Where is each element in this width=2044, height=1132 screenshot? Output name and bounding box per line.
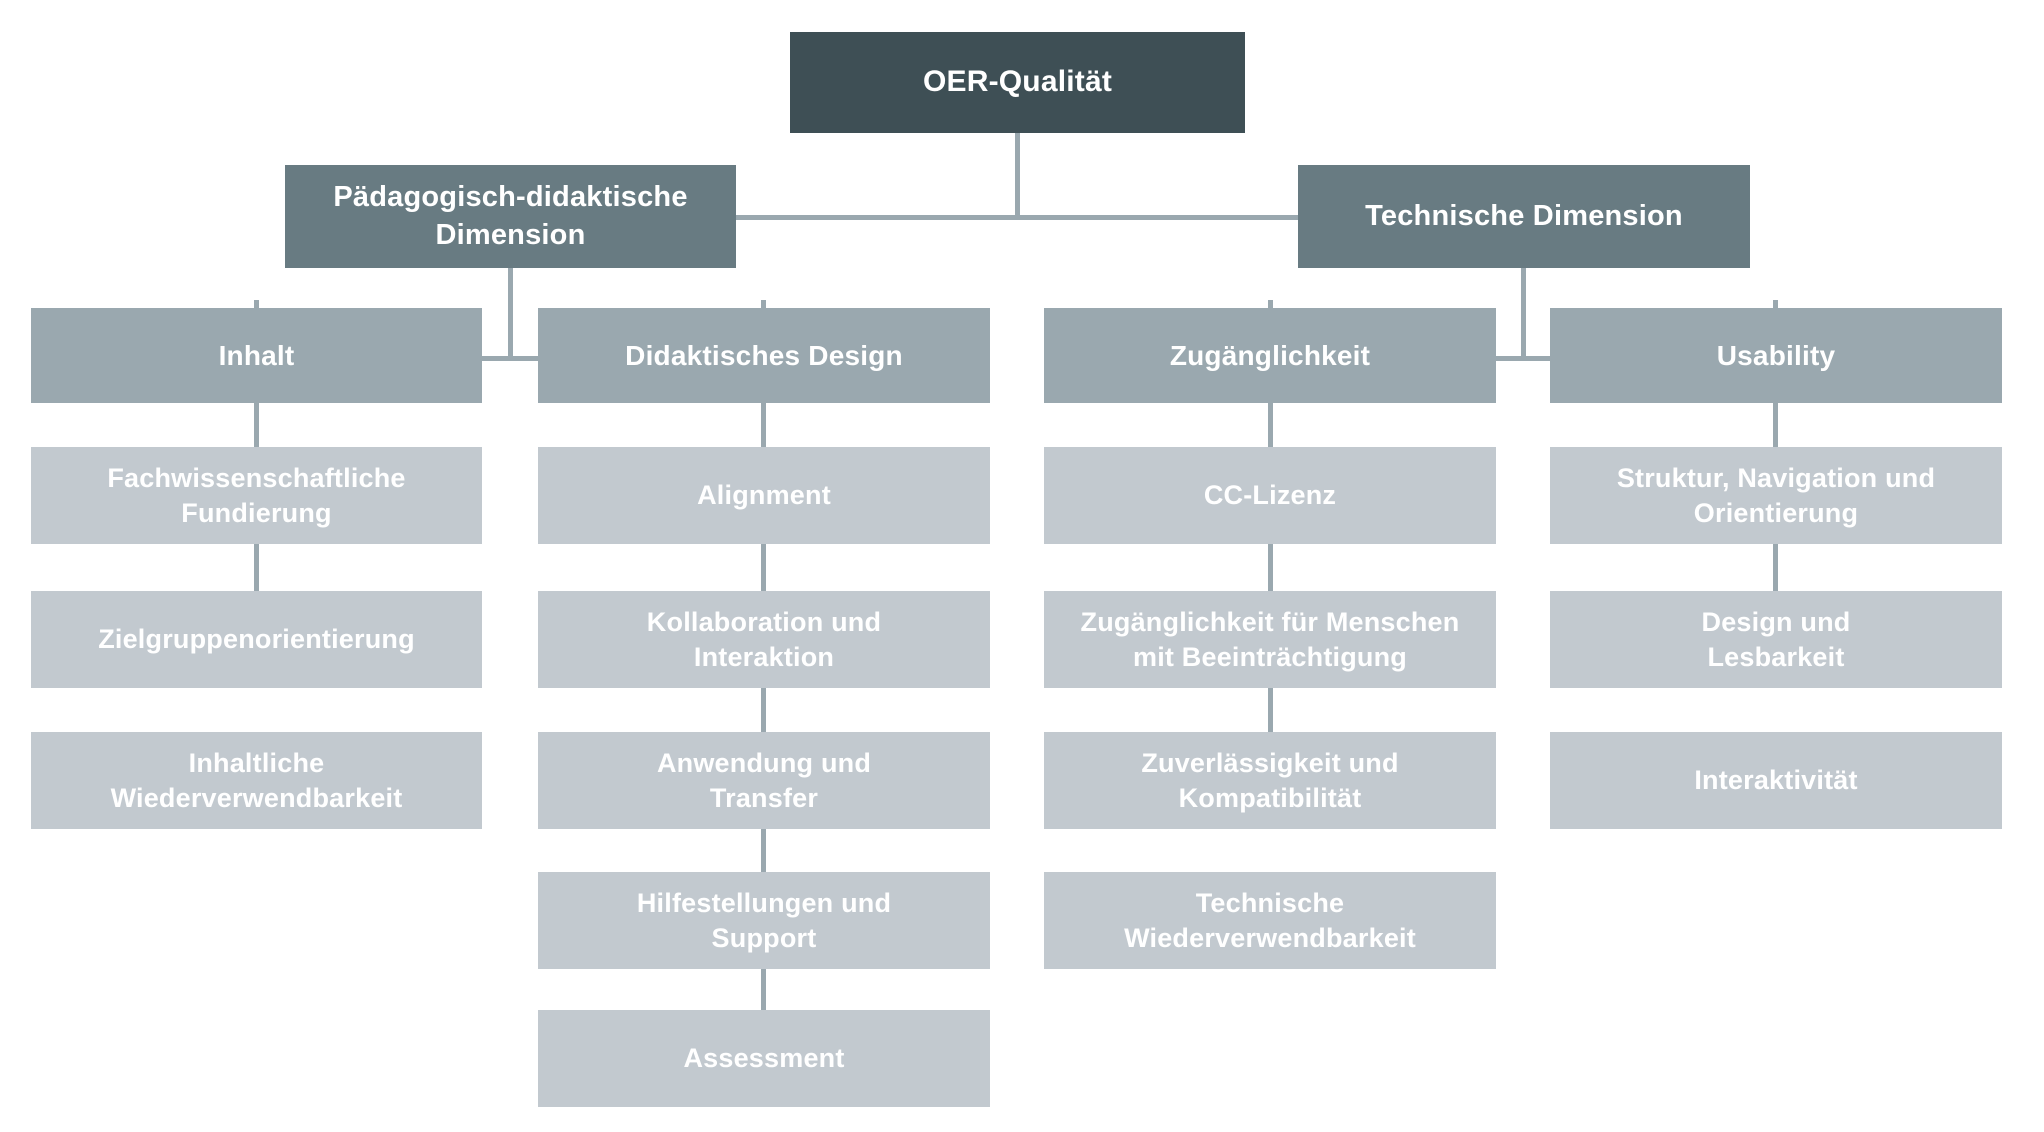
node-interaktivitaet[interactable]: Interaktivität: [1550, 732, 2002, 829]
node-fachwissenschaftliche-fundierung[interactable]: Fachwissenschaftliche Fundierung: [31, 447, 482, 544]
connector-column-usability: [1773, 403, 1778, 688]
node-inhaltliche-wiederverwendbarkeit[interactable]: Inhaltliche Wiederverwendbarkeit: [31, 732, 482, 829]
node-usability[interactable]: Usability: [1550, 308, 2002, 403]
connector-column-inhalt: [254, 403, 259, 688]
node-alignment[interactable]: Alignment: [538, 447, 990, 544]
node-assessment[interactable]: Assessment: [538, 1010, 990, 1107]
connector-dim-right-spine: [1268, 356, 1774, 361]
connector-dim-left-stem: [508, 268, 513, 360]
connector-dim-right-stem: [1521, 268, 1526, 360]
connector-root-spine: [735, 215, 1298, 220]
node-didaktisches-design[interactable]: Didaktisches Design: [538, 308, 990, 403]
node-zugaenglichkeit-fuer-menschen-mit-beeintraechtigung[interactable]: Zugänglichkeit für Menschen mit Beeinträ…: [1044, 591, 1496, 688]
node-technische-dimension[interactable]: Technische Dimension: [1298, 165, 1750, 268]
node-paedagogisch-didaktische-dimension[interactable]: Pädagogisch-didaktische Dimension: [285, 165, 736, 268]
node-struktur-navigation-und-orientierung[interactable]: Struktur, Navigation und Orientierung: [1550, 447, 2002, 544]
node-cc-lizenz[interactable]: CC-Lizenz: [1044, 447, 1496, 544]
node-zielgruppenorientierung[interactable]: Zielgruppenorientierung: [31, 591, 482, 688]
node-anwendung-und-transfer[interactable]: Anwendung und Transfer: [538, 732, 990, 829]
node-technische-wiederverwendbarkeit[interactable]: Technische Wiederverwendbarkeit: [1044, 872, 1496, 969]
node-zugaenglichkeit[interactable]: Zugänglichkeit: [1044, 308, 1496, 403]
connector-root-stem: [1015, 133, 1020, 220]
node-design-und-lesbarkeit[interactable]: Design und Lesbarkeit: [1550, 591, 2002, 688]
node-hilfestellungen-und-support[interactable]: Hilfestellungen und Support: [538, 872, 990, 969]
node-inhalt[interactable]: Inhalt: [31, 308, 482, 403]
node-kollaboration-und-interaktion[interactable]: Kollaboration und Interaktion: [538, 591, 990, 688]
node-zuverlaessigkeit-und-kompatibilitaet[interactable]: Zuverlässigkeit und Kompatibilität: [1044, 732, 1496, 829]
node-oer-qualitaet[interactable]: OER-Qualität: [790, 32, 1245, 133]
connector-dim-left-spine: [256, 356, 761, 361]
